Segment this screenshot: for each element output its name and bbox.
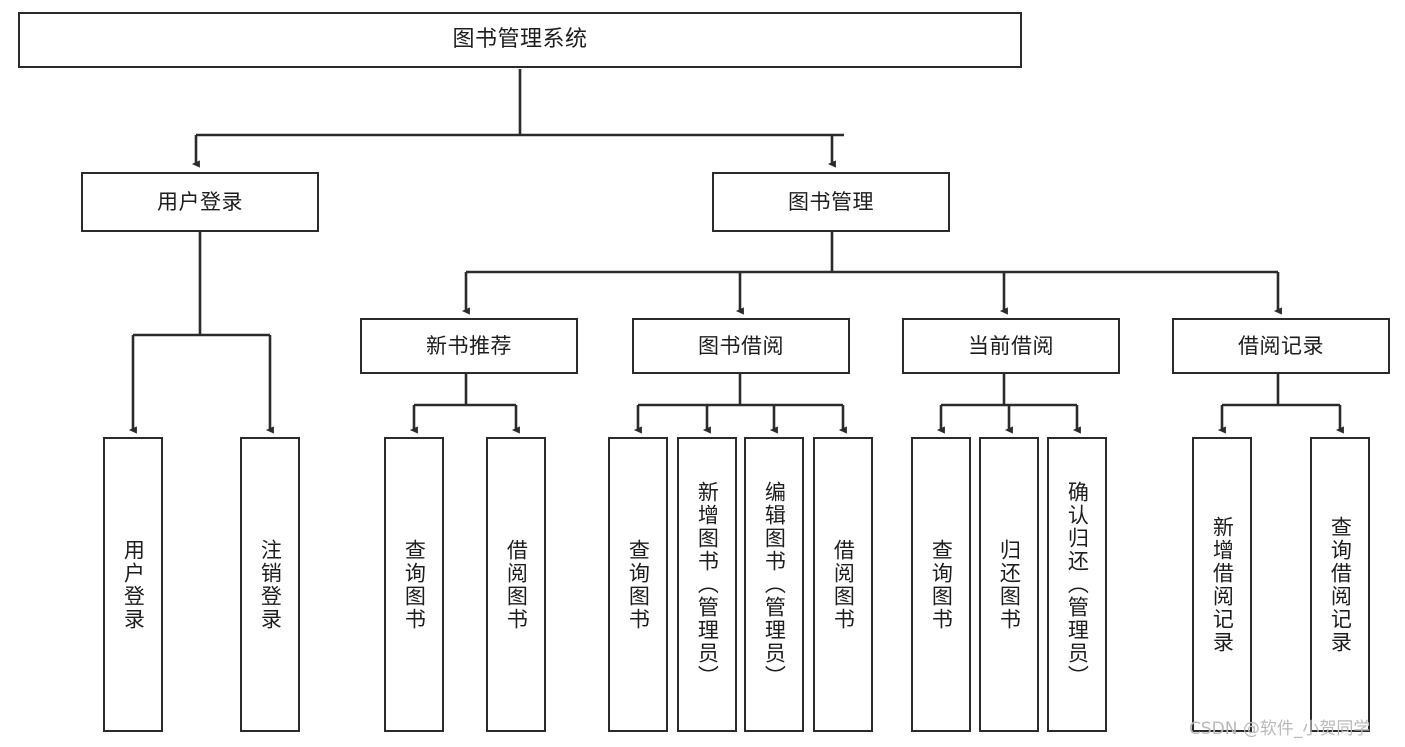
node-leaf-query-book-3-label: 查询图书	[929, 538, 954, 631]
node-new-book-recommend-label: 新书推荐	[426, 333, 512, 358]
node-leaf-add-record-label: 新增借阅记录	[1210, 515, 1235, 654]
node-leaf-user-login-label: 用户登录	[121, 538, 146, 631]
node-book-borrow[interactable]: 图书借阅	[632, 318, 850, 374]
node-user-login-label: 用户登录	[157, 189, 243, 214]
node-leaf-borrow-book-1-label: 借阅图书	[504, 538, 529, 631]
node-root-system[interactable]: 图书管理系统	[18, 12, 1022, 68]
node-leaf-query-book-2[interactable]: 查询图书	[608, 437, 668, 732]
node-current-borrow-label: 当前借阅	[968, 333, 1054, 358]
node-current-borrow[interactable]: 当前借阅	[902, 318, 1120, 374]
node-leaf-query-book-2-label: 查询图书	[626, 538, 651, 631]
node-new-book-recommend[interactable]: 新书推荐	[360, 318, 578, 374]
node-book-management-label: 图书管理	[788, 189, 874, 214]
node-leaf-query-book-3[interactable]: 查询图书	[911, 437, 971, 732]
node-leaf-add-book-label: 新增图书（管理员）	[695, 481, 720, 688]
node-leaf-confirm-return-label: 确认归还（管理员）	[1065, 481, 1090, 688]
node-book-management[interactable]: 图书管理	[712, 172, 950, 232]
node-leaf-edit-book-label: 编辑图书（管理员）	[762, 481, 787, 688]
node-leaf-return-book[interactable]: 归还图书	[979, 437, 1039, 732]
node-leaf-borrow-book-1[interactable]: 借阅图书	[486, 437, 546, 732]
node-leaf-borrow-book-2[interactable]: 借阅图书	[813, 437, 873, 732]
node-leaf-add-book[interactable]: 新增图书（管理员）	[677, 437, 737, 732]
node-root-system-label: 图书管理系统	[452, 27, 588, 53]
node-leaf-add-record[interactable]: 新增借阅记录	[1192, 437, 1252, 732]
node-leaf-user-login[interactable]: 用户登录	[103, 437, 163, 732]
node-leaf-query-record[interactable]: 查询借阅记录	[1310, 437, 1370, 732]
node-leaf-query-record-label: 查询借阅记录	[1328, 515, 1353, 654]
node-leaf-query-book-1-label: 查询图书	[402, 538, 427, 631]
node-leaf-logout-login[interactable]: 注销登录	[240, 437, 300, 732]
csdn-watermark: CSDN @软件_小贺同学	[1189, 719, 1371, 739]
node-leaf-return-book-label: 归还图书	[997, 538, 1022, 631]
node-leaf-query-book-1[interactable]: 查询图书	[384, 437, 444, 732]
node-leaf-confirm-return[interactable]: 确认归还（管理员）	[1047, 437, 1107, 732]
node-leaf-borrow-book-2-label: 借阅图书	[831, 538, 856, 631]
node-borrow-record-label: 借阅记录	[1238, 333, 1324, 358]
node-user-login[interactable]: 用户登录	[81, 172, 319, 232]
node-leaf-logout-login-label: 注销登录	[258, 538, 283, 631]
node-leaf-edit-book[interactable]: 编辑图书（管理员）	[744, 437, 804, 732]
node-book-borrow-label: 图书借阅	[698, 333, 784, 358]
node-borrow-record[interactable]: 借阅记录	[1172, 318, 1390, 374]
